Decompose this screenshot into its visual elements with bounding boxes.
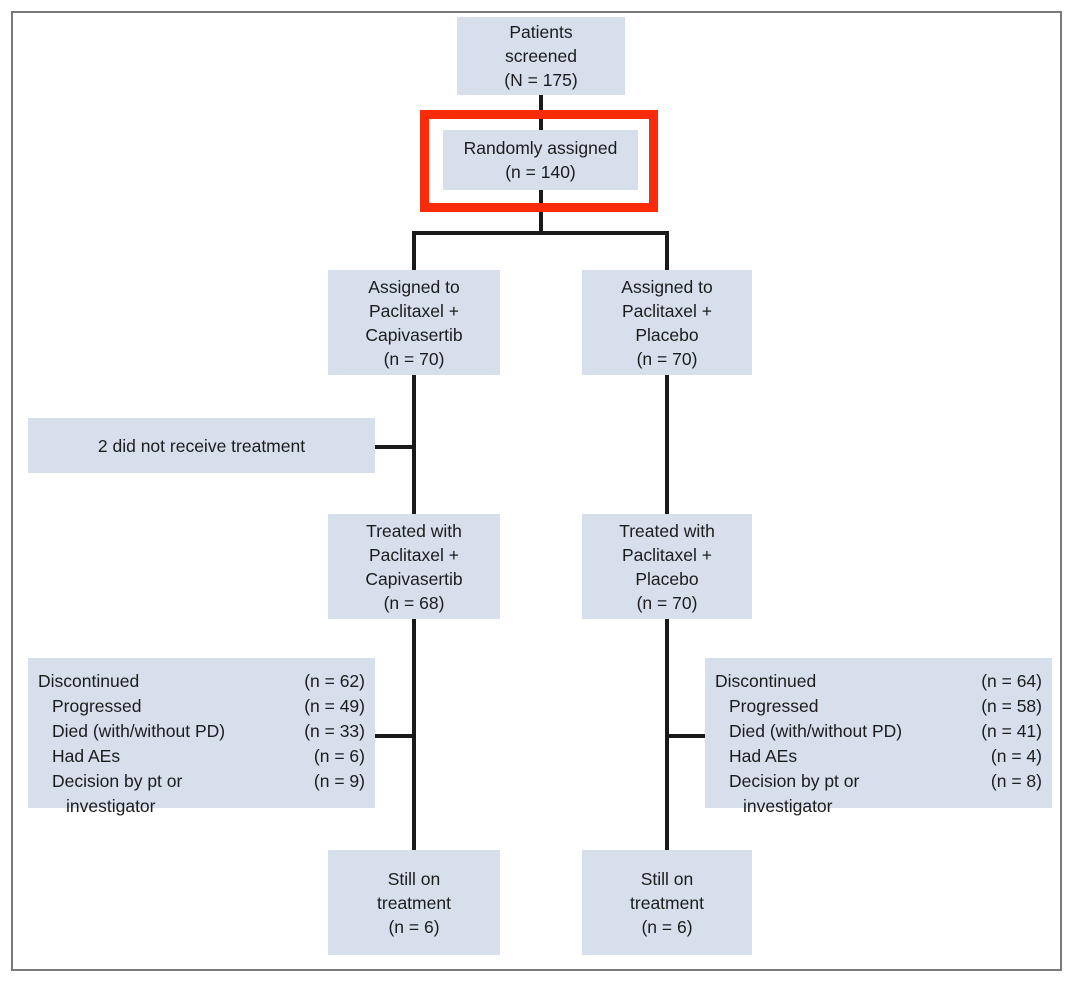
- discontinued-label: Discontinued: [38, 671, 140, 691]
- connector-split-bar: [412, 231, 669, 235]
- discontinued-label: Progressed: [729, 696, 819, 716]
- node-treated-capivasertib-line3: Capivasertib: [365, 568, 463, 589]
- node-still-on-treatment-capivasertib: Still on treatment (n = 6): [328, 850, 500, 955]
- discontinued-label: Decision by pt or: [52, 771, 183, 791]
- node-still-on-treatment-placebo-line3: (n = 6): [641, 916, 693, 937]
- discontinued-row: Had AEs (n = 6): [38, 744, 365, 769]
- discontinued-label: investigator: [743, 796, 833, 816]
- connector-assigned-left-to-treated: [412, 375, 416, 514]
- node-treated-capivasertib: Treated with Paclitaxel + Capivasertib (…: [328, 514, 500, 619]
- node-still-on-treatment-placebo-line1: Still on: [640, 868, 694, 889]
- discontinued-label: Died (with/without PD): [729, 721, 903, 741]
- node-assigned-capivasertib-line1: Assigned to: [368, 276, 460, 297]
- node-treated-placebo-line3: Placebo: [635, 568, 699, 589]
- discontinued-value: (n = 62): [304, 671, 365, 691]
- discontinued-label: investigator: [66, 796, 156, 816]
- discontinued-value: (n = 41): [981, 721, 1042, 741]
- discontinued-value: (n = 6): [313, 746, 365, 766]
- discontinued-row: Had AEs (n = 4): [715, 744, 1042, 769]
- discontinued-label: Decision by pt or: [729, 771, 860, 791]
- connector-screened-to-randomized: [539, 95, 543, 131]
- node-assigned-placebo-line1: Assigned to: [621, 276, 713, 297]
- discontinued-label: Had AEs: [52, 746, 121, 766]
- node-assigned-placebo-line4: (n = 70): [636, 348, 698, 369]
- connector-treated-left-to-still: [412, 619, 416, 850]
- discontinued-value: (n = 64): [981, 671, 1042, 691]
- node-still-on-treatment-capivasertib-line1: Still on: [387, 868, 441, 889]
- discontinued-row: Discontinued (n = 64): [715, 669, 1042, 694]
- node-still-on-treatment-capivasertib-line2: treatment: [377, 892, 451, 913]
- node-assigned-placebo: Assigned to Paclitaxel + Placebo (n = 70…: [582, 270, 752, 375]
- connector-discontinued-left-tap: [375, 734, 414, 738]
- discontinued-value: (n = 33): [304, 721, 365, 741]
- discontinued-value: (n = 9): [313, 771, 365, 791]
- node-discontinued-capivasertib: Discontinued (n = 62) Progressed (n = 49…: [28, 658, 375, 816]
- node-randomly-assigned: Randomly assigned (n = 140): [443, 130, 638, 190]
- discontinued-value: (n = 58): [981, 696, 1042, 716]
- discontinued-label: Had AEs: [729, 746, 798, 766]
- discontinued-value: (n = 8): [990, 771, 1042, 791]
- discontinued-label: Discontinued: [715, 671, 817, 691]
- node-treated-placebo-line1: Treated with: [619, 520, 715, 541]
- node-randomly-assigned-line2: (n = 140): [505, 162, 576, 182]
- node-assigned-capivasertib-line2: Paclitaxel +: [369, 300, 459, 321]
- node-patients-screened: Patients screened (N = 175): [457, 17, 625, 95]
- discontinued-row: Decision by pt or (n = 8): [715, 769, 1042, 794]
- discontinued-row: Decision by pt or (n = 9): [38, 769, 365, 794]
- discontinued-row: Progressed (n = 58): [715, 694, 1042, 719]
- node-assigned-capivasertib-line4: (n = 70): [383, 348, 445, 369]
- node-treated-placebo: Treated with Paclitaxel + Placebo (n = 7…: [582, 514, 752, 619]
- discontinued-value: (n = 49): [304, 696, 365, 716]
- discontinued-value: (n = 4): [990, 746, 1042, 766]
- connector-split-left-drop: [412, 231, 416, 271]
- node-assigned-capivasertib: Assigned to Paclitaxel + Capivasertib (n…: [328, 270, 500, 375]
- node-still-on-treatment-placebo-line2: treatment: [630, 892, 704, 913]
- connector-discontinued-right-tap: [665, 734, 706, 738]
- node-patients-screened-line1: Patients: [509, 22, 573, 42]
- node-assigned-placebo-line3: Placebo: [635, 324, 699, 345]
- node-assigned-placebo-line2: Paclitaxel +: [622, 300, 712, 321]
- connector-split-right-drop: [665, 231, 669, 271]
- node-treated-capivasertib-line1: Treated with: [366, 520, 462, 541]
- node-discontinued-placebo: Discontinued (n = 64) Progressed (n = 58…: [705, 658, 1052, 816]
- connector-randomized-down: [539, 189, 543, 234]
- connector-assigned-right-to-treated: [665, 375, 669, 514]
- discontinued-row: investigator: [38, 794, 365, 819]
- discontinued-row: investigator: [715, 794, 1042, 819]
- node-treated-placebo-line4: (n = 70): [636, 592, 698, 613]
- node-still-on-treatment-capivasertib-line3: (n = 6): [388, 916, 440, 937]
- discontinued-row: Progressed (n = 49): [38, 694, 365, 719]
- node-treated-capivasertib-line4: (n = 68): [383, 592, 445, 613]
- node-did-not-receive-treatment-text: 2 did not receive treatment: [97, 435, 306, 456]
- node-treated-capivasertib-line2: Paclitaxel +: [369, 544, 459, 565]
- discontinued-label: Progressed: [52, 696, 142, 716]
- node-patients-screened-line3: (N = 175): [504, 70, 578, 90]
- node-treated-placebo-line2: Paclitaxel +: [622, 544, 712, 565]
- node-did-not-receive-treatment: 2 did not receive treatment: [28, 418, 375, 473]
- discontinued-label: Died (with/without PD): [52, 721, 226, 741]
- node-randomly-assigned-line1: Randomly assigned: [463, 138, 618, 158]
- node-still-on-treatment-placebo: Still on treatment (n = 6): [582, 850, 752, 955]
- discontinued-row: Discontinued (n = 62): [38, 669, 365, 694]
- discontinued-row: Died (with/without PD) (n = 41): [715, 719, 1042, 744]
- node-patients-screened-line2: screened: [505, 46, 577, 66]
- connector-not-treated-tap: [375, 445, 414, 449]
- discontinued-row: Died (with/without PD) (n = 33): [38, 719, 365, 744]
- node-assigned-capivasertib-line3: Capivasertib: [365, 324, 463, 345]
